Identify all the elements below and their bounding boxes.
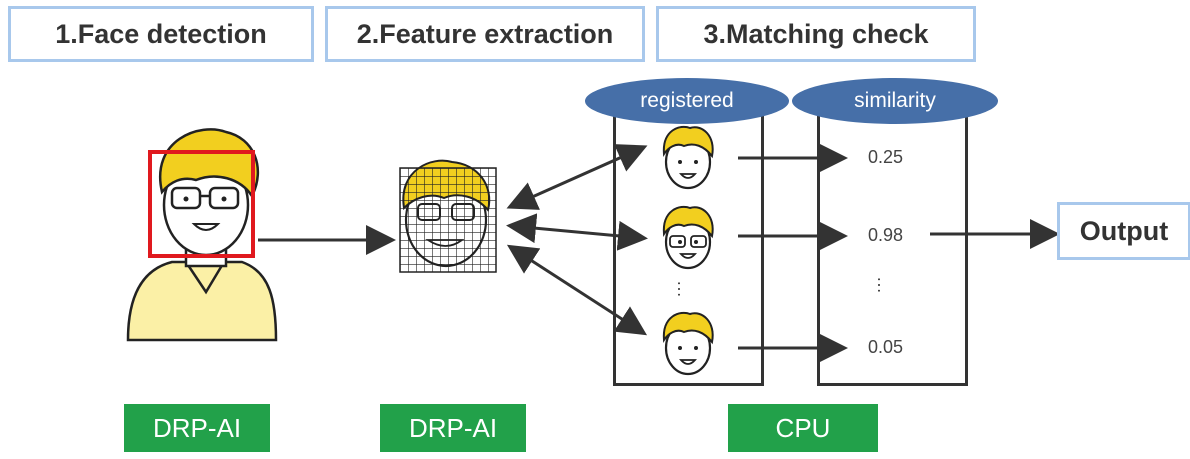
output-box: Output: [1057, 202, 1190, 260]
step-feature-extraction: 2.Feature extraction: [325, 6, 645, 62]
person-illustration: [126, 128, 278, 342]
registered-label: registered: [585, 78, 789, 124]
step-face-detection: 1.Face detection: [8, 6, 314, 62]
registered-face-2: [662, 205, 714, 270]
hw-badge-drp-ai-2: DRP-AI: [380, 404, 526, 452]
registered-face-3: [662, 311, 714, 376]
similarity-value-2: 0.98: [868, 225, 904, 245]
hw-badge-drp-ai-1: DRP-AI: [124, 404, 270, 452]
hw-badge-cpu: CPU: [728, 404, 878, 452]
registered-face-1: [662, 125, 714, 190]
similarity-value-1: 0.25: [868, 147, 904, 167]
step-matching-check: 3.Matching check: [656, 6, 976, 62]
arrow-match-2: [506, 213, 648, 251]
arrow-match-1: [506, 144, 648, 210]
similarity-label: similarity: [792, 78, 998, 124]
registered-ellipsis: …: [674, 280, 694, 298]
arrow-match-3: [506, 244, 648, 336]
similarity-value-3: 0.05: [868, 337, 904, 357]
similarity-ellipsis: …: [874, 276, 894, 294]
face-detection-box: [148, 150, 255, 258]
feature-grid-face: [399, 159, 497, 273]
